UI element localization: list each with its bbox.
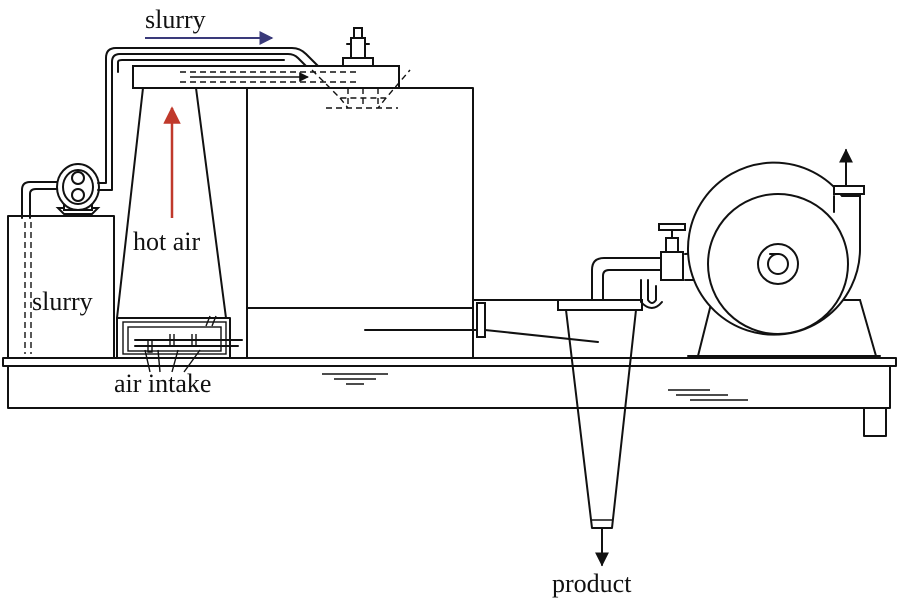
drying-chamber <box>246 87 474 359</box>
outlet-duct <box>364 299 599 343</box>
burner-assembly: air intake <box>114 315 243 398</box>
atomizer <box>311 27 411 109</box>
product-label: product <box>552 569 632 598</box>
valve <box>640 223 686 309</box>
base-platform <box>2 357 897 437</box>
hot-air-label: hot air <box>133 227 200 256</box>
top-air-duct <box>132 65 400 89</box>
slurry-tank-label: slurry <box>32 287 93 316</box>
feed-pipe-pump-to-atomizer <box>97 47 319 191</box>
exhaust-fan <box>684 148 881 357</box>
cyclone-separator: product <box>552 257 663 598</box>
slurry-top-label: slurry <box>145 5 206 34</box>
feed-pipe-tank-to-pump <box>21 181 61 219</box>
slurry-flow-indicator: slurry <box>145 5 274 45</box>
pump <box>55 163 101 215</box>
air-intake-label: air intake <box>114 369 211 398</box>
air-heater-column: hot air <box>116 87 227 319</box>
slurry-tank <box>7 215 115 359</box>
